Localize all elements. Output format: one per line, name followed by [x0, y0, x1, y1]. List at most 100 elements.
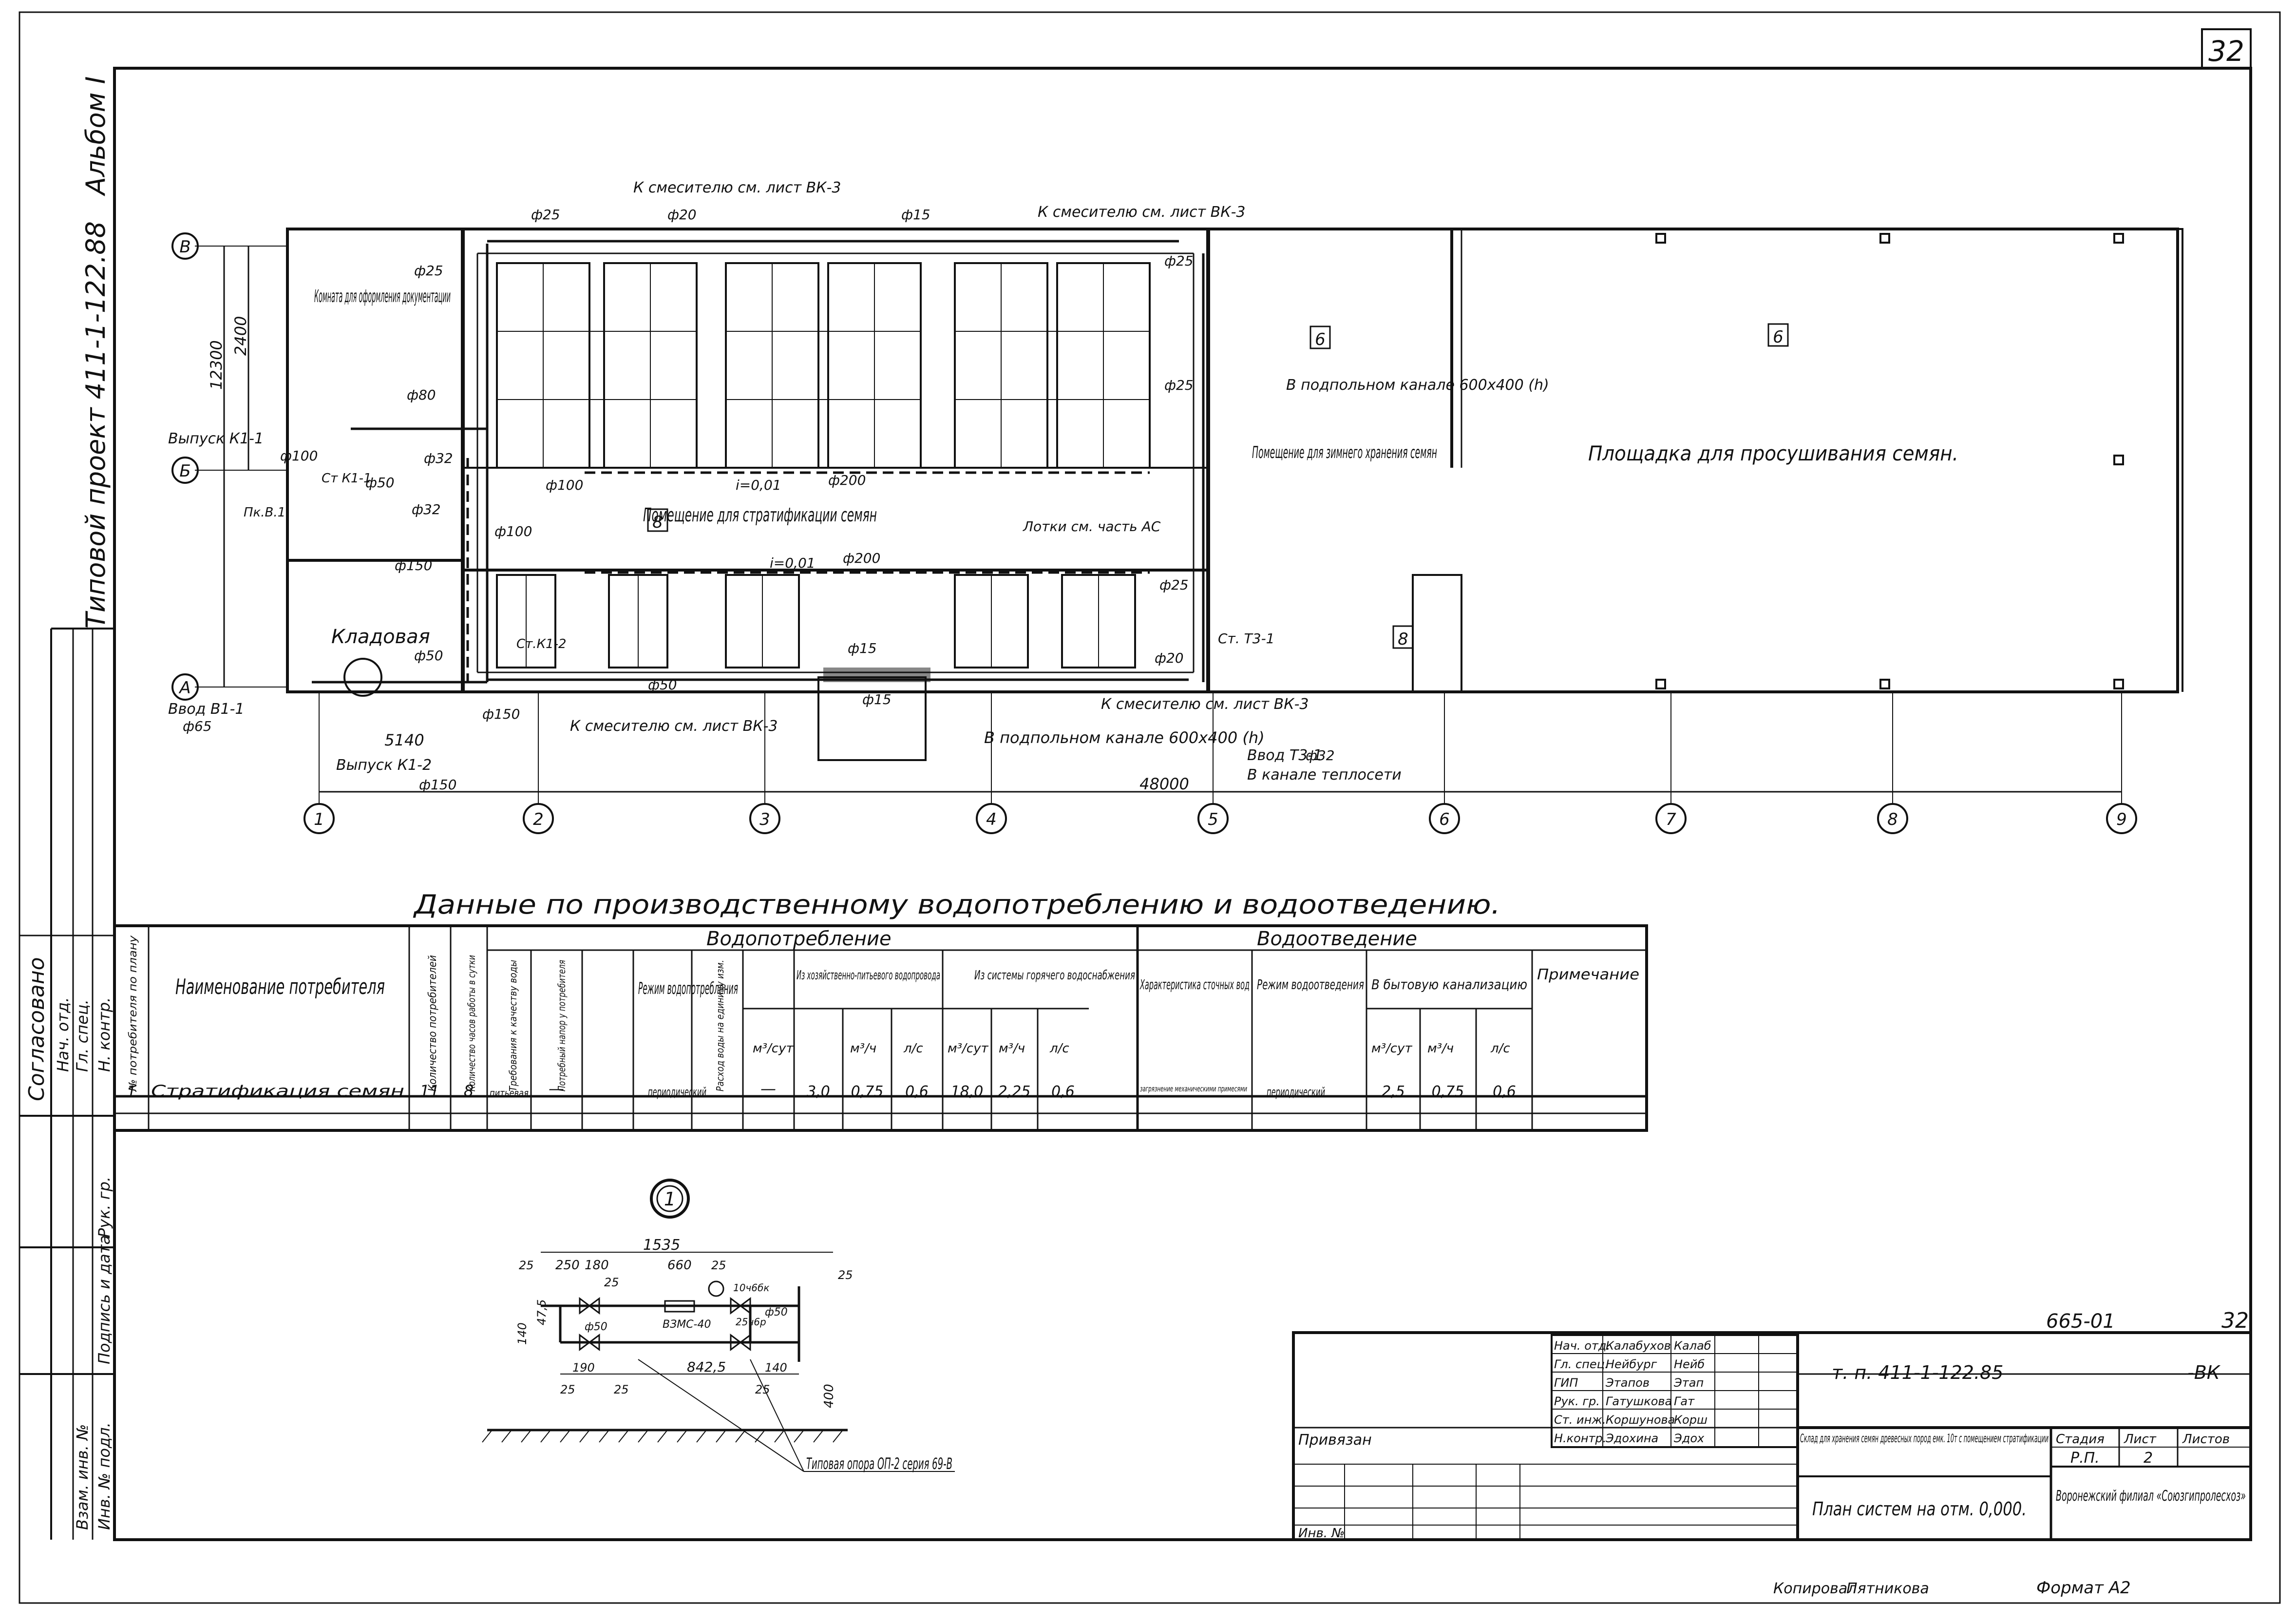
dia-17: ф150	[482, 706, 520, 722]
table-title: Данные по производственному водопотребле…	[413, 889, 1500, 920]
row-hours: 8	[464, 1082, 474, 1100]
col-quality: Требования к качеству воды	[507, 960, 519, 1091]
row-s-day: 2,5	[1382, 1083, 1405, 1100]
sheet-code: 665-01	[2046, 1310, 2115, 1333]
dia-22: ф15	[862, 691, 892, 707]
room-badge-1: 6	[1315, 330, 1326, 349]
col-pressure: Потребный напор у потребителя	[556, 960, 568, 1091]
label-st-t31: Ст. Т3-1	[1218, 630, 1275, 647]
node-dim-250: 250	[555, 1258, 580, 1273]
rev-name-3: Этапов	[1605, 1376, 1650, 1390]
unit-9: л/с	[1490, 1041, 1510, 1056]
row-d-hour: 0,75	[851, 1083, 884, 1100]
strip-role-2: Гл. спец.	[73, 999, 92, 1072]
table-row: 1 Стратификация семян 11 8 питьевая — пе…	[127, 1079, 1516, 1100]
label-slope-2: i=0,01	[770, 555, 816, 571]
room-storage: Кладовая	[331, 626, 430, 648]
row-s-sec: 0,6	[1493, 1083, 1516, 1100]
dia-20: ф50	[648, 677, 677, 693]
node-label-2: 10ч6бк	[733, 1282, 769, 1294]
rev-name-4: Гатушкова	[1606, 1394, 1672, 1408]
dia-5: ф80	[407, 387, 436, 403]
revision-rows: Нач. отд. Калабухов Калаб Гл. спец. Нейб…	[1554, 1339, 1711, 1445]
axis-6: 6	[1439, 810, 1450, 829]
axis-9: 9	[2116, 810, 2127, 829]
project-left: Типовой проект 411-1-122.88	[80, 221, 111, 629]
node-dim-b25b: 25	[614, 1383, 629, 1396]
label-mixer-2: К смесителю см. лист ВК-3	[1038, 204, 1245, 221]
rev-name-1: Калабухов	[1606, 1339, 1671, 1353]
col-num: № потребителя по плану	[127, 935, 139, 1092]
label-vypusk-k12: Выпуск К1-2	[336, 757, 432, 774]
dia-26: ф25	[1164, 253, 1194, 269]
inv-label: Инв. №	[1298, 1526, 1345, 1541]
rev-role-4: Рук. гр.	[1554, 1394, 1600, 1408]
rev-role-2: Гл. спец.	[1554, 1357, 1609, 1371]
dim-height-total: 12300	[207, 340, 226, 390]
rev-role-6: Н.контр.	[1554, 1432, 1606, 1445]
dia-16: ф50	[414, 648, 443, 664]
unit-1: м³/сут	[753, 1041, 794, 1056]
album-label: Альбом I	[80, 76, 111, 196]
axis-3: 3	[759, 810, 770, 829]
node-dim-25b: 25	[711, 1259, 726, 1272]
rev-role-5: Ст. инж.	[1554, 1413, 1606, 1427]
label-heat-channel: В канале теплосети	[1247, 766, 1402, 783]
unit-4: м³/сут	[948, 1041, 988, 1056]
row-name: Стратификация семян	[151, 1082, 404, 1100]
axis-a: А	[178, 678, 190, 698]
room-winter: Помещение для зимнего хранения семян	[1252, 443, 1437, 462]
unit-8: м³/ч	[1427, 1041, 1454, 1056]
dia-6: ф100	[280, 448, 318, 464]
label-underground-1: В подпольном канале 600х400 (h)	[1286, 377, 1549, 394]
node-dim-total: 1535	[643, 1237, 680, 1254]
sheets-label: Листов	[2182, 1432, 2230, 1447]
sheet-no-top: 32	[2221, 1308, 2249, 1333]
col-name: Наименование потребителя	[175, 974, 385, 999]
copier-name: Пятникова	[1846, 1580, 1929, 1597]
strip-inv-2: Подпись и дата	[95, 1235, 114, 1364]
node-dim-b25a: 25	[560, 1383, 575, 1396]
node-dim-400: 400	[822, 1384, 836, 1408]
col-hot: Из системы горячего водоснабжения	[974, 968, 1135, 983]
node-dim-140: 140	[765, 1361, 787, 1375]
title-block: Привязан Инв. № т. п. 411-1-122.85 -ВК С…	[1292, 1331, 2252, 1541]
dia-10: ф32	[412, 501, 441, 517]
stage-label: Стадия	[2056, 1432, 2105, 1447]
project-code: т. п. 411-1-122.85	[1832, 1362, 2003, 1383]
dia-8: ф50	[365, 475, 395, 491]
node-label-5: ф50	[765, 1306, 788, 1318]
rev-sign-1: Калаб	[1674, 1339, 1711, 1353]
dim-height-part: 2400	[231, 316, 250, 356]
privyazan-label: Привязан	[1298, 1432, 1372, 1449]
row-s-hour: 0,75	[1432, 1083, 1464, 1100]
page-number: 32	[2208, 35, 2244, 68]
unit-7: м³/сут	[1371, 1041, 1412, 1056]
node-dim-side-140: 140	[515, 1322, 529, 1345]
axis-8: 8	[1887, 810, 1898, 829]
row-d-day: 3,0	[807, 1083, 830, 1100]
dia-4: ф25	[414, 263, 443, 279]
strip-inv-3: Взам. инв. №	[73, 1424, 92, 1530]
dia-18: ф65	[183, 718, 212, 734]
row-char: загрязнение механическими примесями	[1140, 1084, 1247, 1093]
row-quality: питьевая	[490, 1087, 529, 1099]
dia-14: ф200	[843, 550, 880, 566]
node-label-1: ВЗМС-40	[663, 1318, 711, 1331]
rev-sign-6: Эдох	[1673, 1432, 1705, 1445]
col-note: Примечание	[1537, 966, 1639, 983]
row-mode: периодический	[648, 1085, 706, 1100]
dia-7: ф32	[424, 450, 453, 466]
node-dim-25a: 25	[519, 1259, 534, 1272]
node-dim-842: 842,5	[687, 1359, 726, 1375]
drawing-title: План систем на отм. 0,000.	[1812, 1498, 2027, 1520]
room-drying: Площадка для просушивания семян.	[1588, 441, 1958, 465]
room-badge-2: 6	[1773, 327, 1784, 347]
agreed-label: Согласовано	[24, 957, 49, 1101]
dim-total: 48000	[1139, 775, 1189, 793]
sheet-label: Лист	[2124, 1432, 2157, 1447]
label-pv1: Пк.В.1	[244, 505, 285, 520]
dia-24: ф32	[1306, 747, 1335, 764]
format-label: Формат А2	[2036, 1578, 2131, 1598]
